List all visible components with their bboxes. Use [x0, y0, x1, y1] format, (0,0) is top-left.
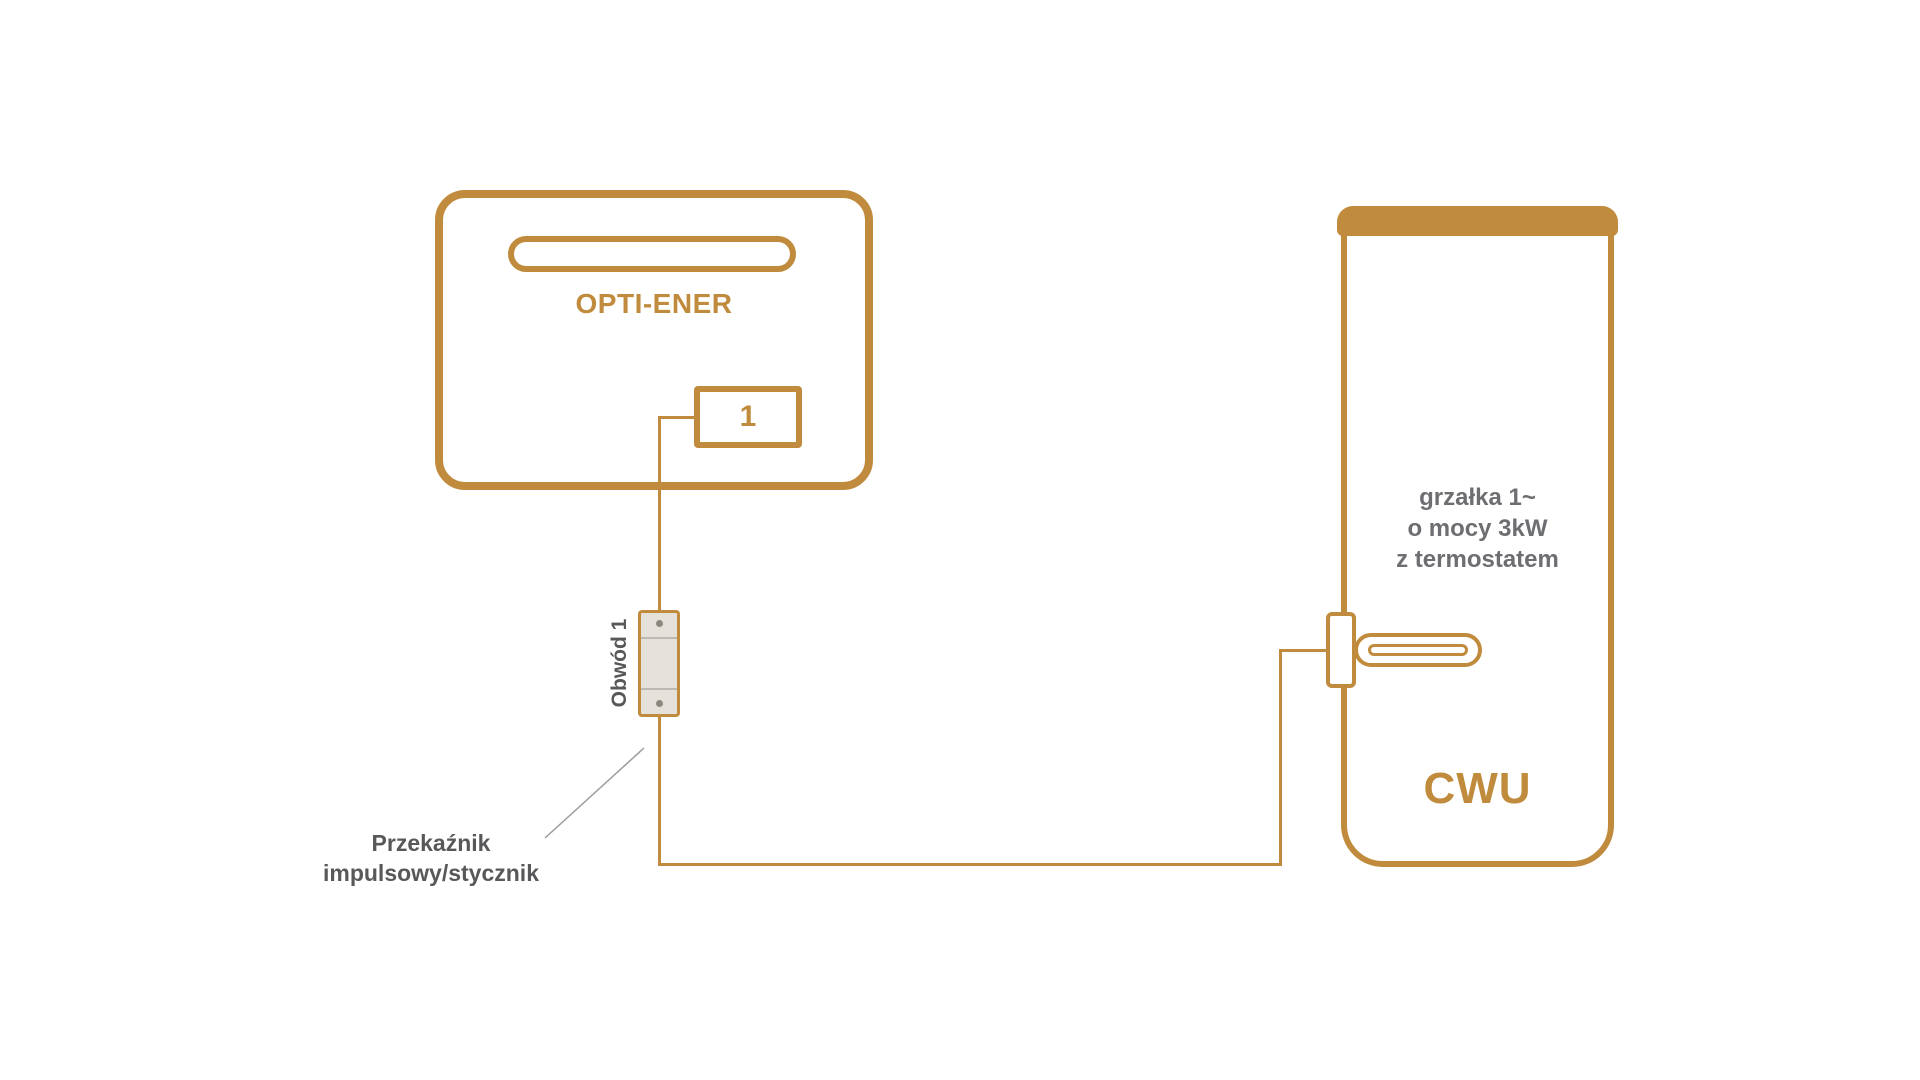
relay-screw-top: [655, 620, 663, 627]
wire-device-to-relay: [658, 416, 661, 610]
opti-ener-device: [435, 190, 873, 490]
circuit-1-label: Obwód 1: [608, 618, 631, 708]
relay-screw-bottom: [655, 700, 663, 707]
cwu-label: CWU: [1423, 764, 1532, 813]
relay-divider-bottom: [641, 688, 677, 690]
opti-ener-vent-slot: [508, 236, 796, 272]
relay-divider-top: [641, 637, 677, 639]
output-port-1-label: 1: [739, 400, 757, 433]
cwu-tank-cap: [1337, 206, 1618, 236]
relay-component: [638, 610, 680, 717]
wire-port-to-vertical: [659, 416, 700, 419]
wire-bottom-horizontal: [658, 863, 1282, 866]
heater-spec-line3: z termostatem: [1396, 546, 1559, 573]
heater-spec-text: grzałka 1~ o mocy 3kW z termostatem: [1341, 482, 1614, 575]
opti-ener-title: OPTI-ENER: [575, 288, 733, 319]
relay-caption-line2: impulsowy/stycznik: [322, 860, 539, 886]
wire-to-heater-flange: [1279, 649, 1336, 652]
wire-relay-down: [658, 717, 661, 866]
heating-element-flange: [1326, 612, 1356, 688]
relay-caption: Przekaźnik impulsowy/stycznik: [281, 828, 581, 888]
output-port-1: 1: [694, 386, 802, 448]
heater-spec-line1: grzałka 1~: [1419, 484, 1536, 511]
heater-spec-line2: o mocy 3kW: [1407, 515, 1548, 542]
cwu-tank: [1341, 208, 1614, 867]
wire-up-to-heater: [1279, 649, 1282, 866]
heating-element-rod-inner: [1368, 644, 1468, 656]
relay-caption-line1: Przekaźnik: [371, 830, 491, 856]
